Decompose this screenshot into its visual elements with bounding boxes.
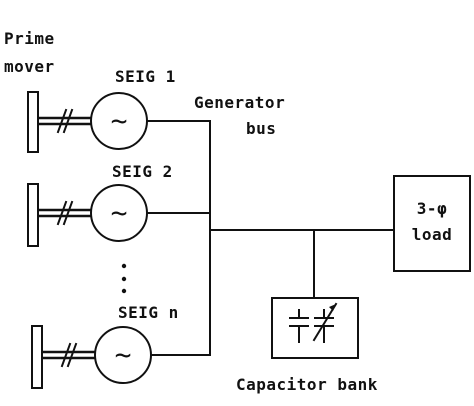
prime-mover-label-line1: Prime	[4, 29, 55, 48]
capacitor-bank-label: Capacitor bank	[236, 375, 378, 394]
generator-n-label: SEIG n	[118, 303, 179, 322]
capacitor-bank-box	[271, 297, 359, 359]
generator-bus-label-line1: Generator	[194, 93, 285, 112]
three-phase-tick-2b	[62, 200, 74, 226]
prime-mover-block-1	[27, 91, 39, 153]
generator-unit-2: ~ SEIG 2	[27, 162, 211, 247]
three-phase-tick-1b	[62, 108, 74, 134]
three-phase-tick-2a	[56, 200, 68, 226]
ac-source-symbol-n: ~	[115, 338, 132, 371]
generator-bus-label-line2: bus	[246, 119, 276, 138]
generator-2-label: SEIG 2	[112, 162, 173, 181]
three-phase-tick-nb	[66, 342, 78, 368]
load-label-line2: load	[412, 225, 453, 244]
three-phase-load-box	[393, 175, 471, 272]
ellipsis-dot-1	[121, 263, 127, 269]
ac-source-symbol-2: ~	[111, 196, 128, 229]
three-phase-tick-1a	[56, 108, 68, 134]
ellipsis-dot-3	[121, 288, 127, 294]
variable-capacitor-icon	[312, 302, 338, 343]
prime-mover-label-line2: mover	[4, 57, 55, 76]
ellipsis-dot-2	[121, 276, 127, 282]
load-label-line1: 3-φ	[417, 199, 447, 218]
generator-unit-1: ~ SEIG 1	[27, 67, 211, 153]
generator-1-label: SEIG 1	[115, 67, 176, 86]
three-phase-tick-na	[60, 342, 72, 368]
fixed-capacitor-icon	[289, 309, 309, 343]
prime-mover-block-2	[27, 183, 39, 247]
ac-source-symbol-1: ~	[111, 104, 128, 137]
prime-mover-block-n	[31, 325, 43, 389]
generator-unit-n: ~ SEIG n	[31, 303, 211, 389]
